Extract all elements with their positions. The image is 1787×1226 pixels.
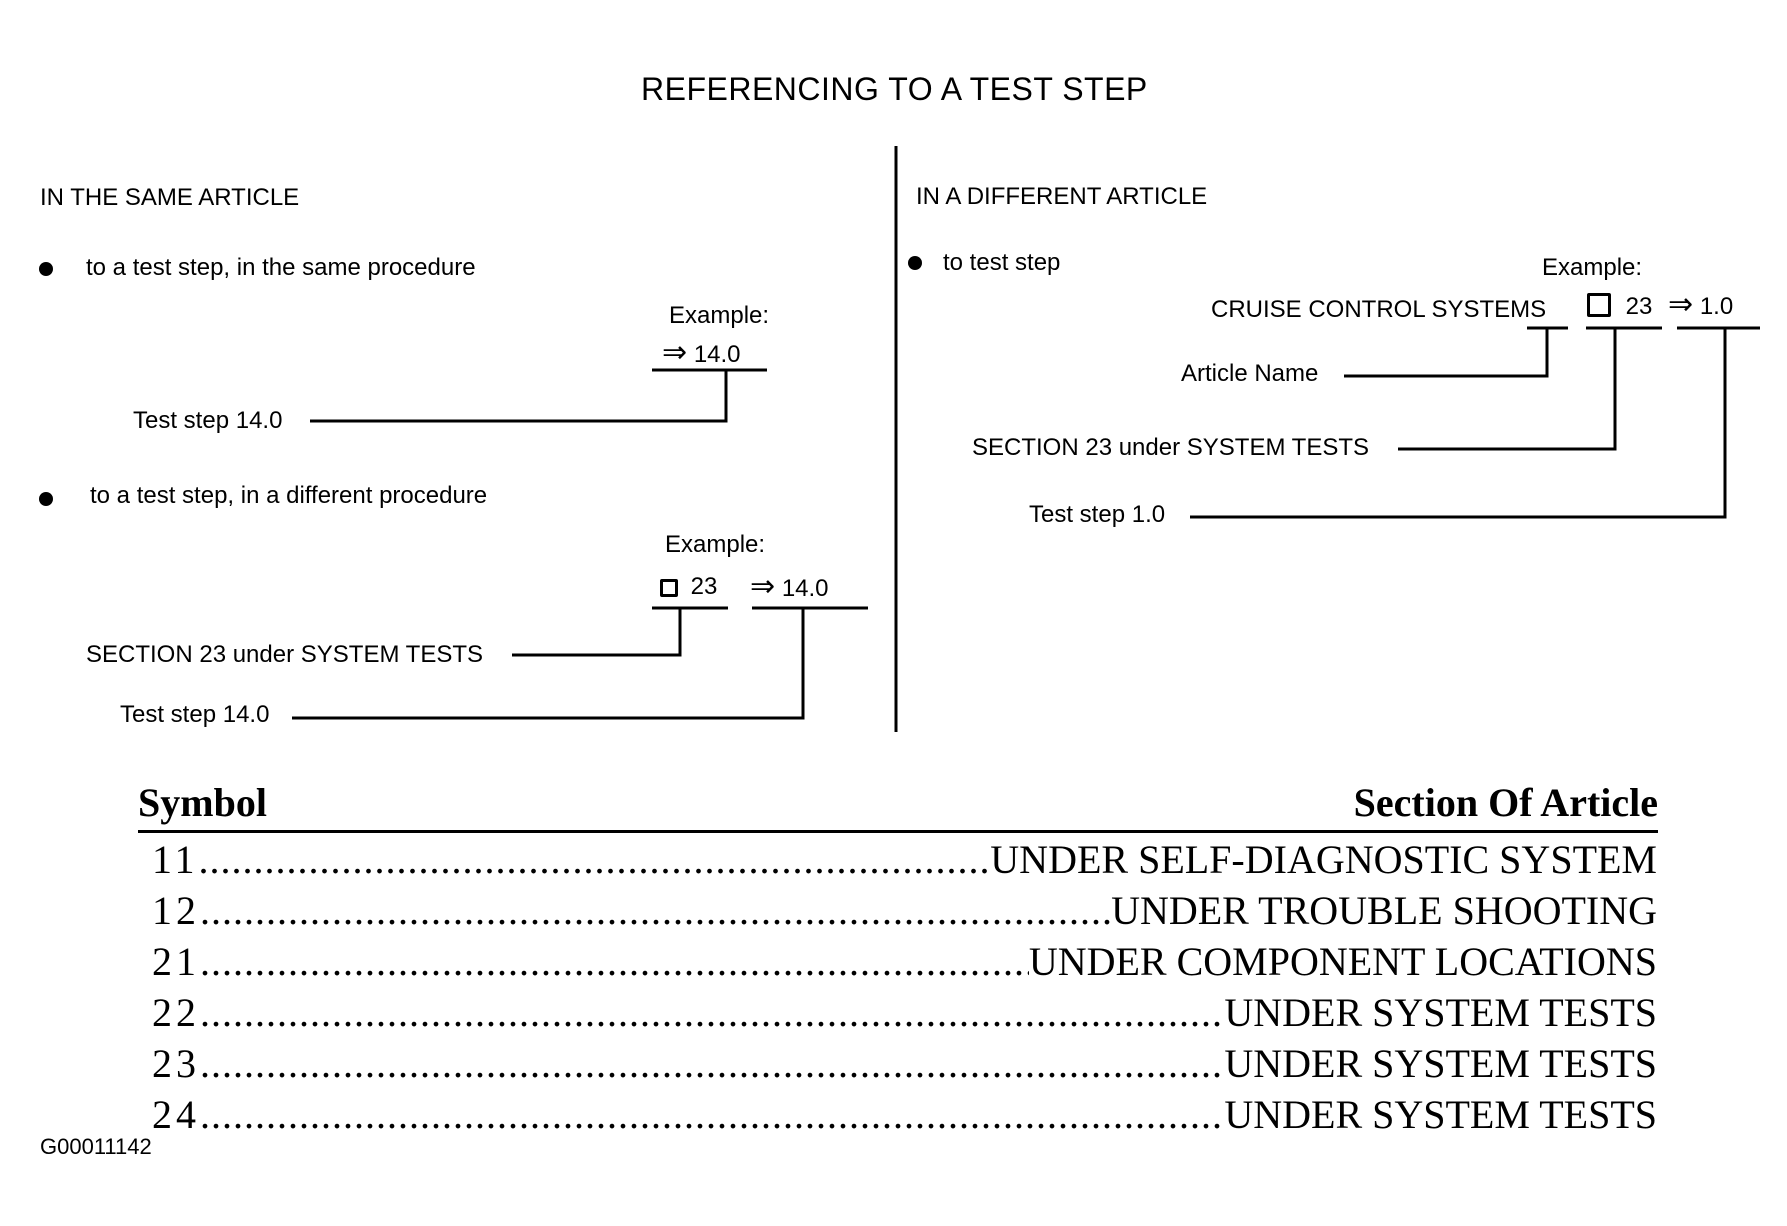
- leader-section-23-b: [1398, 328, 1617, 451]
- arrow-icon: ⇒: [750, 570, 776, 603]
- dot-leader: ........................................…: [198, 837, 991, 882]
- step-number: 14.0: [693, 341, 741, 368]
- section-name: UNDER SYSTEM TESTS: [1224, 990, 1657, 1035]
- dot-leader: ........................................…: [200, 1092, 1224, 1137]
- table-row: 24......................................…: [152, 1091, 1657, 1141]
- dot-leader: ........................................…: [200, 1041, 1224, 1086]
- bullet-icon: [39, 492, 53, 506]
- bullet-icon: [39, 262, 53, 276]
- section-name: UNDER TROUBLE SHOOTING: [1111, 888, 1657, 933]
- callout-test-step: Test step 14.0: [120, 701, 270, 728]
- arrow-icon: ⇒: [662, 336, 688, 369]
- step-number: 1.0: [1699, 293, 1734, 320]
- section-box-icon: [1587, 293, 1611, 317]
- heading-same-article: IN THE SAME ARTICLE: [40, 184, 300, 211]
- heading-different-article: IN A DIFFERENT ARTICLE: [916, 183, 1208, 210]
- section-box-icon: [660, 579, 678, 597]
- symbol-code: 24: [152, 1092, 200, 1137]
- reference-example-step: ⇒ 14.0: [662, 338, 741, 368]
- example-label: Example:: [1542, 254, 1643, 281]
- section-name: UNDER SELF-DIAGNOSTIC SYSTEM: [990, 837, 1657, 882]
- page-title: REFERENCING TO A TEST STEP: [641, 71, 1148, 107]
- reference-example-section: 23: [660, 575, 717, 599]
- leader-test-step-14-b: [292, 608, 805, 720]
- arrow-icon: ⇒: [1668, 288, 1694, 321]
- section-number: 23: [1625, 293, 1653, 320]
- leader-article-name: [1344, 328, 1549, 378]
- column-header-symbol: Symbol: [138, 780, 267, 825]
- leader-test-step-1: [1190, 328, 1727, 519]
- bullet-same-procedure: to a test step, in the same procedure: [86, 254, 476, 281]
- symbol-table-header: Symbol Section Of Article: [138, 780, 1658, 833]
- reference-example-step: ⇒ 14.0: [750, 572, 829, 602]
- bullet-to-test-step: to test step: [943, 249, 1061, 276]
- table-row: 23......................................…: [152, 1040, 1657, 1090]
- callout-article-name: Article Name: [1181, 360, 1319, 387]
- table-row: 11......................................…: [152, 836, 1657, 886]
- symbol-code: 22: [152, 990, 200, 1035]
- symbol-code: 11: [152, 837, 199, 882]
- leader-section-23-a: [512, 608, 682, 657]
- section-number: 23: [690, 573, 718, 600]
- bullet-icon: [908, 256, 922, 270]
- table-row: 22......................................…: [152, 989, 1657, 1039]
- column-header-section: Section Of Article: [1353, 780, 1658, 825]
- section-name: UNDER COMPONENT LOCATIONS: [1028, 939, 1657, 984]
- example-label: Example:: [669, 302, 770, 329]
- leader-test-step-14-a: [310, 370, 728, 423]
- callout-section: SECTION 23 under SYSTEM TESTS: [86, 641, 484, 668]
- dot-leader: ........................................…: [200, 888, 1111, 933]
- table-row: 12......................................…: [152, 887, 1657, 937]
- section-name: UNDER SYSTEM TESTS: [1224, 1092, 1657, 1137]
- symbol-code: 12: [152, 888, 200, 933]
- example-label: Example:: [665, 531, 766, 558]
- callout-section: SECTION 23 under SYSTEM TESTS: [972, 434, 1370, 461]
- section-name: UNDER SYSTEM TESTS: [1224, 1041, 1657, 1086]
- symbol-code: 23: [152, 1041, 200, 1086]
- table-row: 21......................................…: [152, 938, 1657, 988]
- figure-id: G00011142: [40, 1134, 152, 1159]
- symbol-code: 21: [152, 939, 200, 984]
- dot-leader: ........................................…: [200, 939, 1029, 984]
- article-name-example: CRUISE CONTROL SYSTEMS: [1211, 296, 1547, 323]
- callout-test-step: Test step 14.0: [133, 407, 283, 434]
- reference-example-section: 23: [1587, 293, 1652, 319]
- bullet-different-procedure: to a test step, in a different procedure: [90, 482, 488, 509]
- callout-test-step: Test step 1.0: [1029, 501, 1166, 528]
- reference-example-step: ⇒ 1.0: [1668, 290, 1733, 320]
- step-number: 14.0: [781, 575, 829, 602]
- dot-leader: ........................................…: [200, 990, 1224, 1035]
